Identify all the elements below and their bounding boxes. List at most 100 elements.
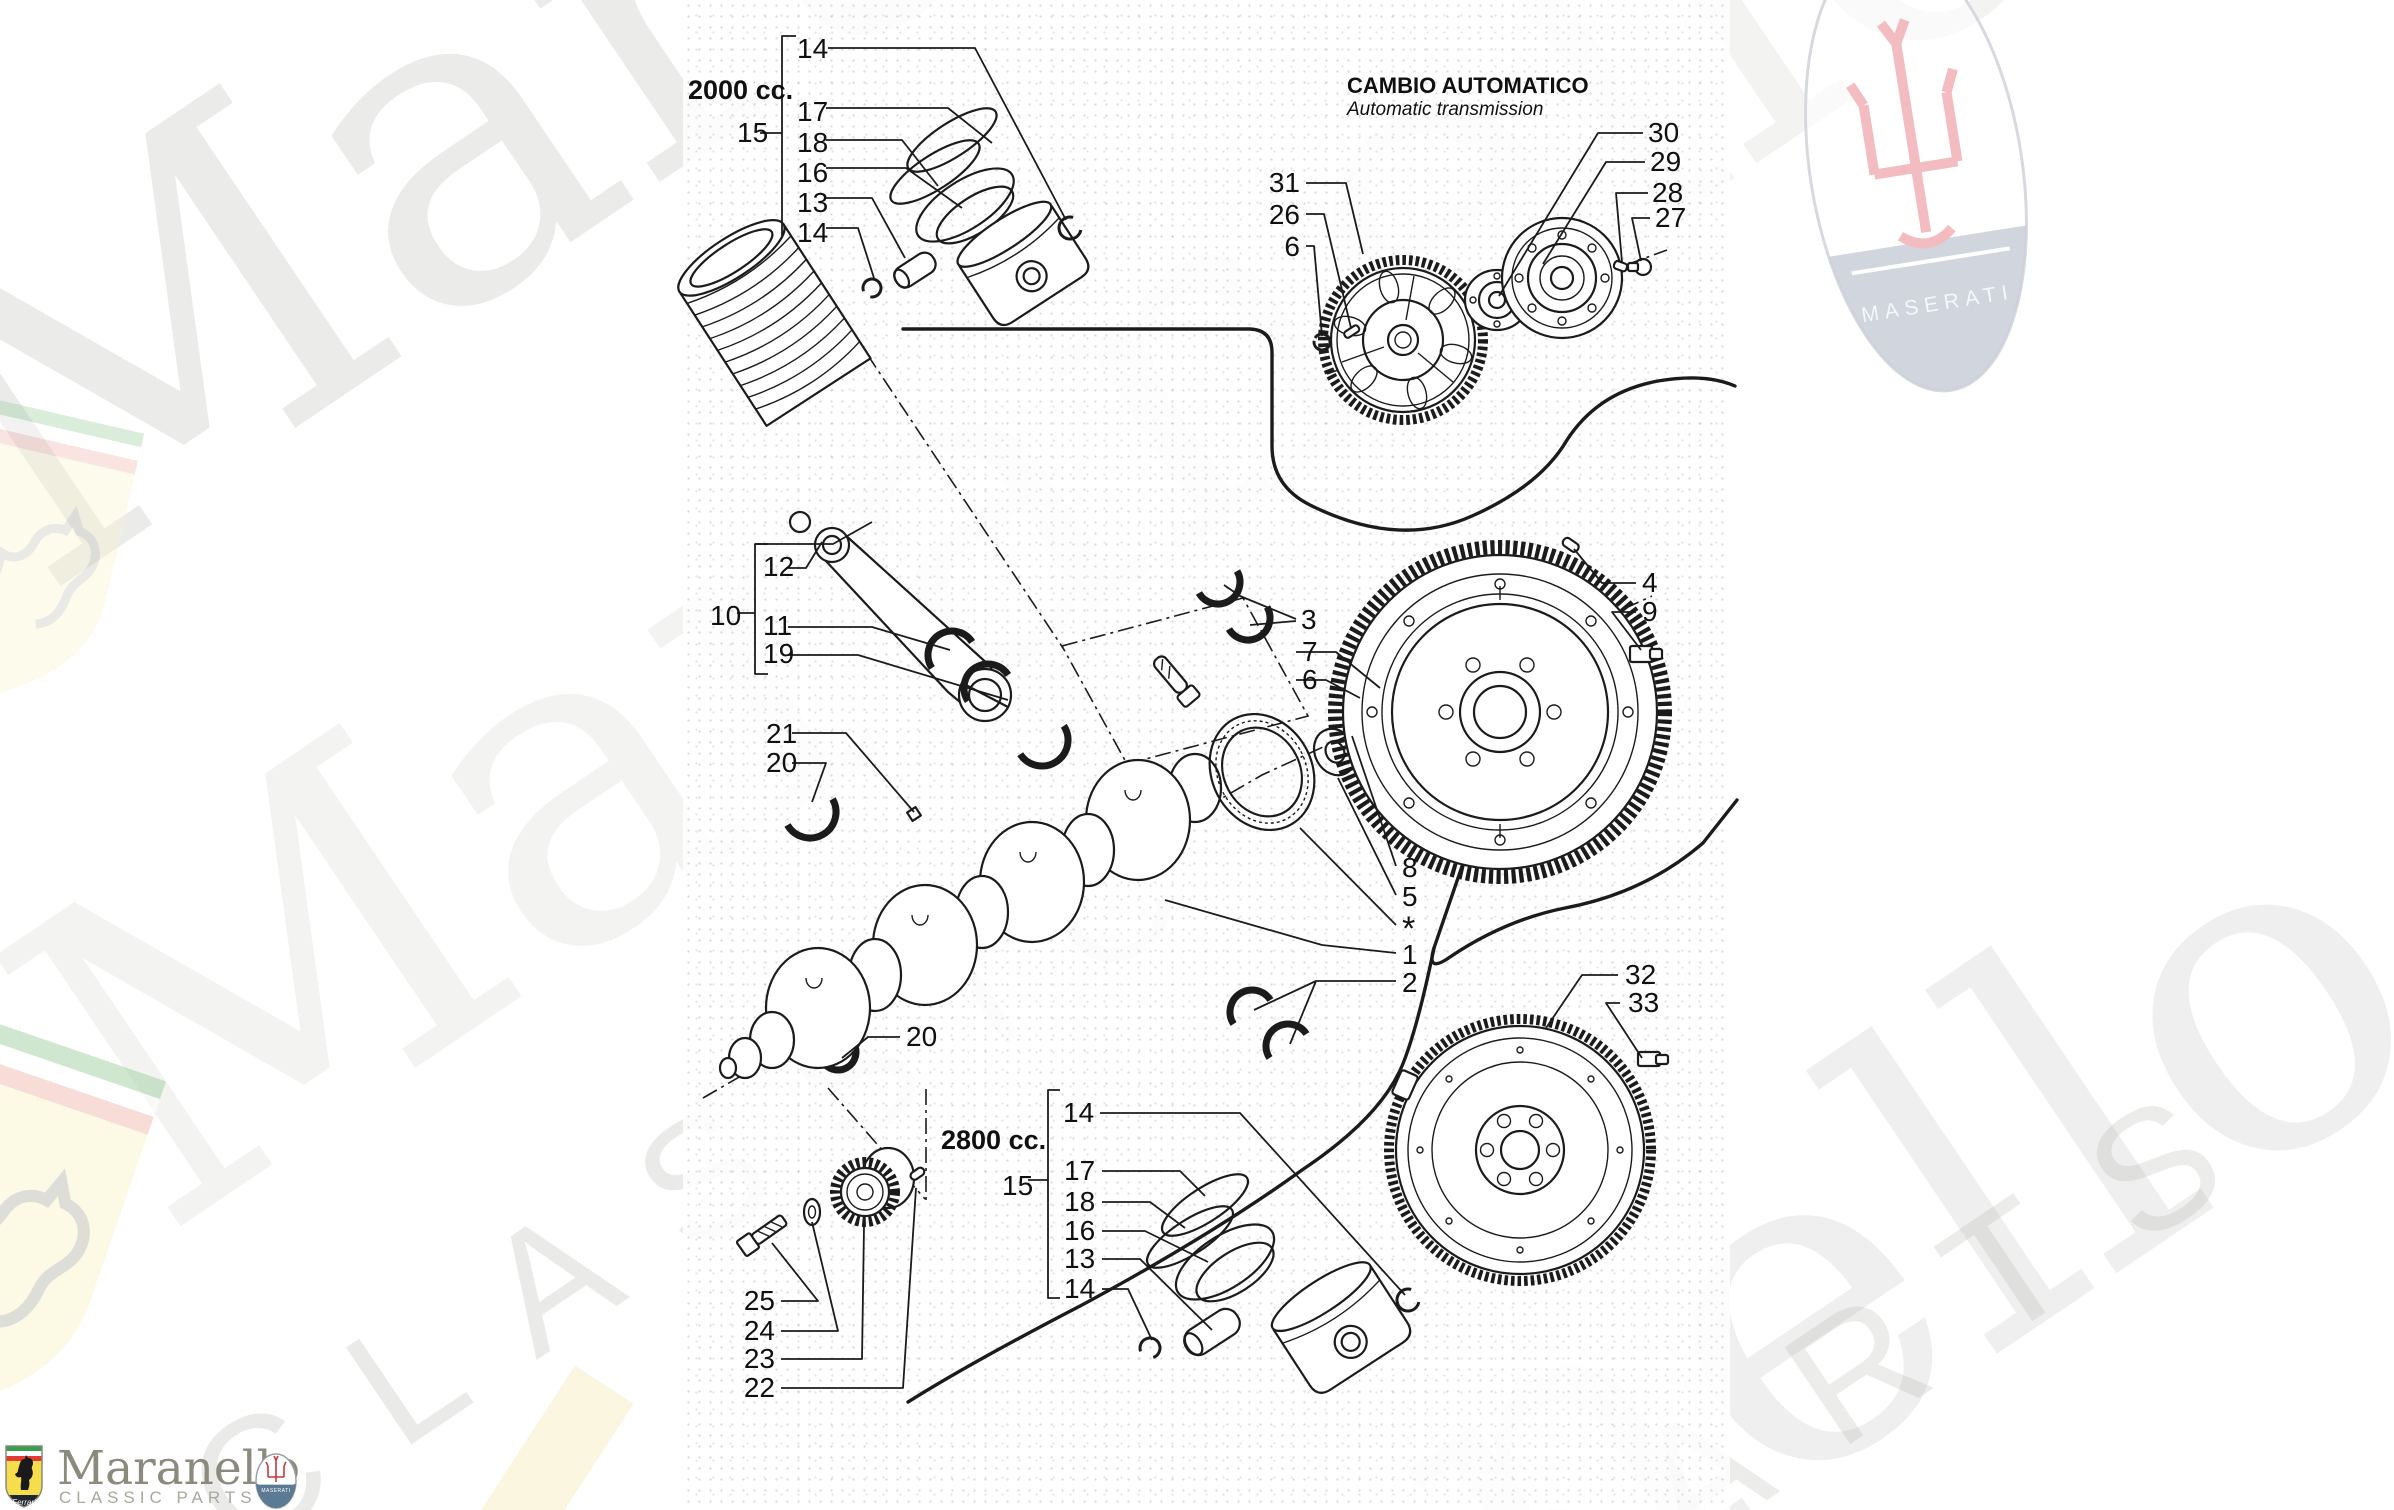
callout-7: 7 bbox=[1302, 636, 1318, 667]
section-title-2800: 2800 cc. bbox=[941, 1125, 1046, 1155]
callout-10: 10 bbox=[710, 600, 741, 631]
clip-6-auto bbox=[1312, 332, 1332, 352]
callout-20-top: 20 bbox=[766, 747, 797, 778]
main-shell-2a bbox=[1226, 986, 1274, 1026]
ferrari-shield-watermark-1 bbox=[0, 392, 145, 717]
callout-28: 28 bbox=[1652, 177, 1683, 208]
section-title-2000: 2000 cc. bbox=[688, 75, 793, 105]
callout-19: 19 bbox=[763, 638, 794, 669]
main-shell-20-top bbox=[784, 797, 840, 842]
piston-2000 bbox=[956, 200, 1090, 327]
bolt-27 bbox=[1626, 257, 1653, 277]
flexplate-auto bbox=[1318, 255, 1488, 425]
leader-lines bbox=[737, 35, 1650, 1389]
circlip-2000-left bbox=[861, 277, 883, 299]
flywheel-main bbox=[1328, 540, 1672, 884]
callout-24: 24 bbox=[744, 1315, 775, 1346]
piston-rings-2000 bbox=[889, 107, 1015, 245]
callout-15-2000: 15 bbox=[737, 117, 768, 148]
main-shell-3a bbox=[1195, 569, 1244, 608]
callout-14-2800-bottom: 14 bbox=[1064, 1273, 1095, 1304]
shield-edge-watermark bbox=[449, 1365, 634, 1510]
bolt-25 bbox=[735, 1214, 788, 1257]
callout-2: 2 bbox=[1402, 967, 1418, 998]
callout-30: 30 bbox=[1648, 117, 1679, 148]
callout-6-auto: 6 bbox=[1284, 231, 1300, 262]
section-divider-curves bbox=[901, 327, 1739, 1404]
callout-5: 5 bbox=[1402, 881, 1418, 912]
callout-11: 11 bbox=[763, 610, 792, 641]
auto-trans-title: CAMBIO AUTOMATICO bbox=[1347, 73, 1589, 98]
callout-16-2000: 16 bbox=[797, 157, 828, 188]
callout-27: 27 bbox=[1655, 202, 1686, 233]
rod-bearing-shell-upper bbox=[924, 627, 976, 670]
flywheel-bolt-9 bbox=[1628, 644, 1664, 664]
callout-26: 26 bbox=[1269, 199, 1300, 230]
crank-gear-cluster bbox=[735, 1146, 926, 1257]
callout-13-2000: 13 bbox=[797, 187, 828, 218]
callout-1: 1 bbox=[1402, 939, 1418, 970]
callout-13-2800: 13 bbox=[1064, 1243, 1095, 1274]
drive-plate-auto bbox=[1500, 216, 1629, 340]
callout-25: 25 bbox=[744, 1285, 775, 1316]
callout-22: 22 bbox=[744, 1372, 775, 1403]
crankshaft bbox=[718, 752, 1223, 1080]
rod-cap bbox=[1017, 723, 1072, 770]
small-end-bushing bbox=[788, 510, 812, 534]
callout-23: 23 bbox=[744, 1343, 775, 1374]
flywheel-lower bbox=[1384, 1014, 1656, 1286]
callout-8: 8 bbox=[1402, 852, 1418, 883]
callout-6-flywheel: 6 bbox=[1302, 664, 1318, 695]
rod-bolt bbox=[1152, 655, 1201, 708]
logo-tagline: CLASSIC PARTS bbox=[59, 1488, 257, 1507]
connecting-rod bbox=[813, 526, 1013, 723]
circlip-2000-right bbox=[1057, 215, 1083, 241]
main-shell-3b bbox=[1225, 605, 1274, 644]
callout-29: 29 bbox=[1650, 146, 1681, 177]
piston-pin-2800 bbox=[1183, 1307, 1241, 1357]
callout-33: 33 bbox=[1628, 987, 1659, 1018]
auto-trans-subtitle: Automatic transmission bbox=[1346, 99, 1543, 120]
ferrari-logo-icon: Ferrari bbox=[5, 1445, 43, 1508]
callout-labels: 2000 cc. CAMBIO AUTOMATICO Automatic tra… bbox=[688, 33, 1686, 1403]
pin-26 bbox=[1343, 324, 1361, 339]
maserati-oval-watermark: MASERATI bbox=[1803, 0, 2056, 407]
callout-31: 31 bbox=[1269, 167, 1300, 198]
piston-2800 bbox=[1270, 1261, 1412, 1394]
callout-20-bottom: 20 bbox=[906, 1021, 937, 1052]
callout-14-2800-top: 14 bbox=[1063, 1097, 1094, 1128]
callout-star: * bbox=[1402, 910, 1415, 948]
callout-18-2000: 18 bbox=[797, 127, 828, 158]
callout-9: 9 bbox=[1642, 596, 1658, 627]
callout-32: 32 bbox=[1625, 959, 1656, 990]
callout-14-2000-bottom: 14 bbox=[797, 217, 828, 248]
piston-pin-2000 bbox=[893, 251, 937, 289]
ferrari-logo-label: Ferrari bbox=[12, 1498, 36, 1507]
rod-bearing-shell-lower bbox=[960, 660, 1012, 703]
crank-seal-ring bbox=[1208, 712, 1316, 832]
callout-21: 21 bbox=[766, 718, 797, 749]
callout-15-2800: 15 bbox=[1002, 1170, 1033, 1201]
dowel-pin-4 bbox=[1561, 536, 1580, 553]
trident-icon bbox=[1846, 18, 1963, 249]
cylinder-liner-2000 bbox=[677, 219, 872, 427]
callout-14-2000-top: 14 bbox=[797, 33, 828, 64]
callout-3: 3 bbox=[1301, 604, 1317, 635]
callout-16-2800: 16 bbox=[1064, 1215, 1095, 1246]
callout-4: 4 bbox=[1642, 567, 1658, 598]
circlip-2800-right bbox=[1395, 1287, 1421, 1313]
callout-12: 12 bbox=[763, 551, 794, 582]
main-shell-2b bbox=[1262, 1020, 1310, 1060]
piston-rings-2800 bbox=[1145, 1173, 1276, 1303]
maserati-logo-label: MASERATI bbox=[261, 1488, 290, 1494]
stud-28 bbox=[1612, 259, 1629, 273]
maserati-logo-icon: MASERATI bbox=[255, 1453, 297, 1509]
callout-17-2800: 17 bbox=[1064, 1155, 1095, 1186]
trident-icon bbox=[265, 1455, 287, 1482]
pin-22 bbox=[909, 1166, 926, 1181]
callout-18-2800: 18 bbox=[1064, 1186, 1095, 1217]
circlip-2800-left bbox=[1138, 1336, 1162, 1360]
